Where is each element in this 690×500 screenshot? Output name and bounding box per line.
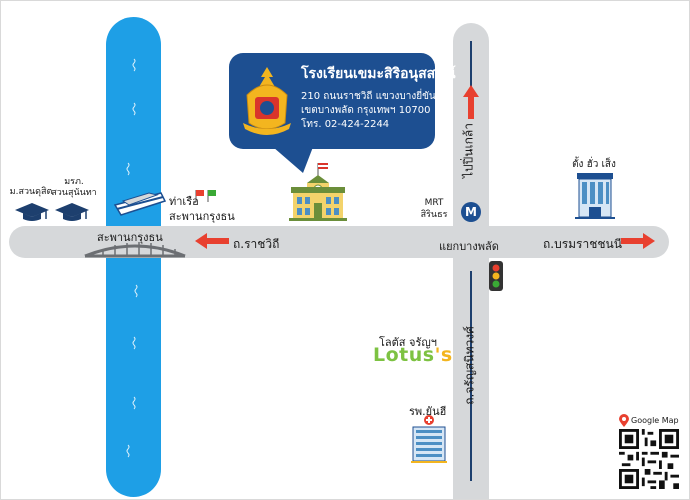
road-ratchawithi	[9, 226, 669, 258]
road-centerline-south	[470, 271, 472, 481]
traffic-light-icon	[489, 261, 503, 291]
label-google-map: Google Map	[631, 416, 679, 425]
label-to-pinklao: ไปปิ่นเกล้า	[461, 123, 476, 178]
label-borommaratchachonnani: ถ.บรมราชชนนี	[543, 237, 622, 251]
lotus-logo: Lotus's	[373, 344, 453, 366]
lotus-logo-suffix: 's	[434, 344, 453, 366]
arrow-left-icon	[195, 233, 229, 249]
label-suan-dusit: ม.สวนดุสิต	[9, 187, 53, 197]
school-name: โรงเรียนเขมะสิริอนุสสรณ์	[301, 66, 456, 82]
road-centerline-north	[470, 41, 472, 101]
map-pin-icon	[619, 414, 629, 427]
school-building-icon	[289, 163, 347, 221]
river-waves	[126, 58, 138, 458]
arrow-right-icon	[621, 233, 655, 249]
callout-pointer	[273, 147, 313, 173]
school-address-line2: เขตบางพลัด กรุงเทพฯ 10700	[301, 105, 431, 116]
label-bridge: สะพานกรุงธน	[97, 231, 163, 244]
pier-flags-icon	[195, 190, 216, 202]
label-ratchawithi: ถ.ราชวิถี	[233, 237, 280, 251]
label-suan-sunandha-line2: สวนสุนันทา	[51, 188, 97, 198]
label-pier-line2: สะพานกรุงธน	[169, 210, 235, 223]
label-mrt: MRT	[424, 198, 444, 208]
label-lotus-branch: โลตัส จรัญฯ	[379, 336, 437, 349]
lotus-logo-main: Lotus	[373, 344, 435, 366]
label-pier-line1: ท่าเรือ	[169, 195, 199, 208]
school-address-line1: 210 ถนนราชวิถี แขวงบางยี่ขัน	[301, 91, 436, 102]
label-intersection: แยกบางพลัด	[439, 240, 499, 253]
department-store-icon	[575, 173, 615, 219]
label-hospital: รพ.ยันฮี	[409, 405, 447, 418]
graduation-cap-icon	[15, 203, 49, 221]
school-emblem-icon	[243, 67, 291, 135]
label-tang-hua-seng: ตั้ง ฮั่ว เส็ง	[572, 159, 616, 170]
label-suan-sunandha-line1: มรภ.	[64, 177, 84, 187]
school-phone: โทร. 02-424-2244	[301, 119, 390, 130]
mrt-logo-icon: M	[461, 202, 481, 222]
ferry-boat-icon	[113, 192, 167, 216]
label-charansanitwong: ถ.จรัญสนิทวงศ์	[462, 326, 477, 405]
graduation-cap-icon	[55, 203, 89, 221]
hospital-icon	[411, 415, 447, 463]
bridge-icon	[84, 242, 186, 258]
qr-code-icon[interactable]	[619, 429, 679, 489]
arrow-up-icon	[463, 85, 479, 119]
label-mrt-station: สิรินธร	[420, 210, 448, 220]
